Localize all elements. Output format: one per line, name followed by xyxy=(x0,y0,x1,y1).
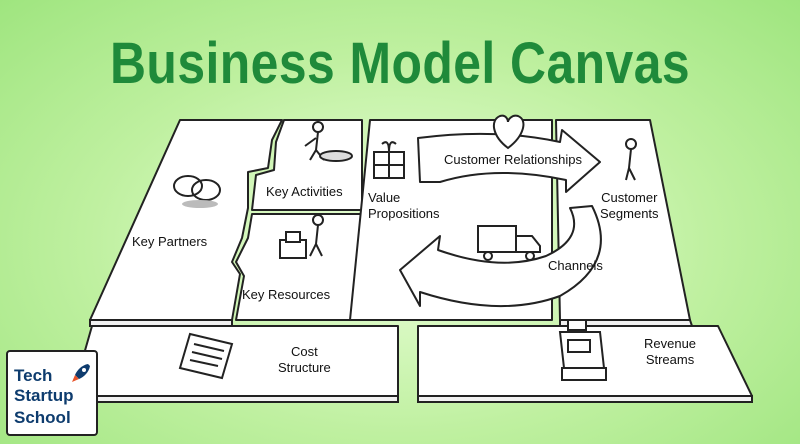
logo-line-3: School xyxy=(14,408,71,427)
gift-icon xyxy=(373,141,405,179)
cost-structure-label: Cost Structure xyxy=(278,344,331,375)
key-resources-panel xyxy=(235,213,363,321)
key-resources-label: Key Resources xyxy=(242,287,331,302)
receipt-icon xyxy=(178,332,234,380)
channels-arrow xyxy=(399,205,602,308)
key-activities-panel xyxy=(251,119,363,211)
key-partners-label: Key Partners xyxy=(132,234,208,249)
logo-line-2: Startup xyxy=(14,386,74,405)
customer-relationships-arrow xyxy=(417,129,601,193)
customer-segments-label: Customer Segments xyxy=(600,190,659,221)
truck-icon xyxy=(477,225,541,261)
page-title: Business Model Canvas xyxy=(109,31,691,96)
channels-label: Channels xyxy=(548,258,603,273)
tech-startup-school-logo: Tech Startup School xyxy=(6,350,98,436)
logo-line-1: Tech xyxy=(14,366,53,385)
revenue-streams-label: Revenue Streams xyxy=(644,336,697,367)
person-standing-icon xyxy=(625,138,637,181)
person-vacuum-icon xyxy=(304,121,353,162)
rings-icon xyxy=(173,175,221,208)
person-boxes-icon xyxy=(279,214,324,259)
key-activities-label: Key Activities xyxy=(266,184,343,199)
customer-relationships-label: Customer Relationships xyxy=(444,152,583,167)
rocket-icon xyxy=(72,364,90,382)
value-propositions-label: Value Propositions xyxy=(368,190,440,221)
cash-register-icon xyxy=(558,319,607,381)
heart-icon xyxy=(492,114,525,150)
cost-structure-panel xyxy=(71,325,399,397)
